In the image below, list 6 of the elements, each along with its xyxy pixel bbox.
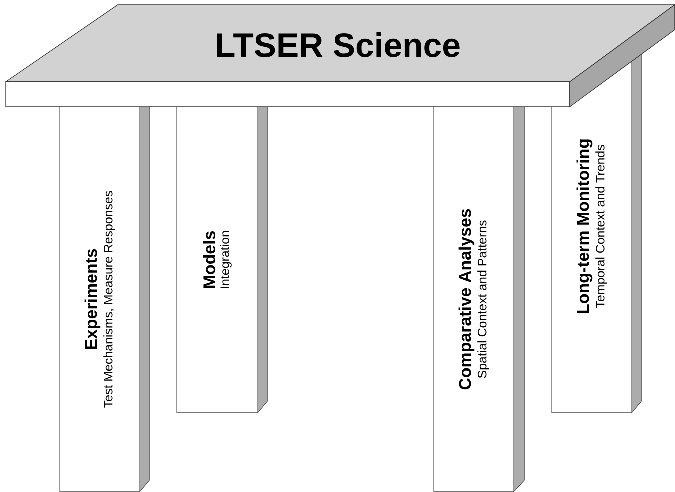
node-label: Experiments (84, 249, 101, 350)
pillar: Comparative Analyses Spatial Context and Patterns (434, 94, 526, 492)
pillar: Experiments Test Mechanisms, Measure Responses (60, 94, 150, 492)
node-label: Spatial Context and Patterns (478, 220, 490, 378)
node-label: Comparative Analyses (458, 209, 475, 390)
node-label: Test Mechanisms, Measure Responses (104, 191, 116, 408)
